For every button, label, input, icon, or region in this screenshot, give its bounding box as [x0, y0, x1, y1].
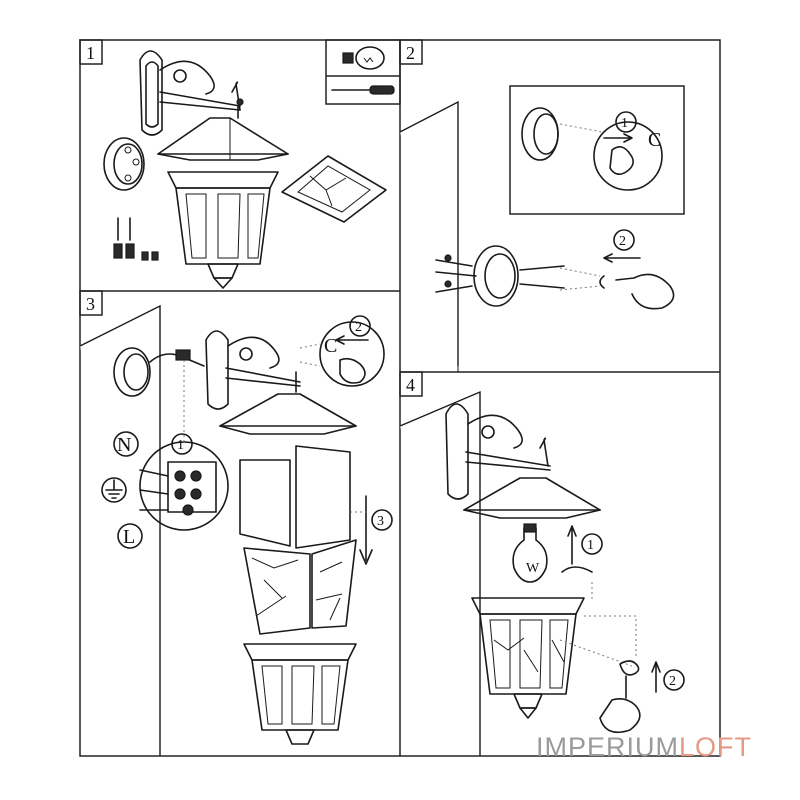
step-3-2-marker — [349, 315, 371, 337]
panel-4-bracket — [445, 403, 551, 500]
neutral-wire-label: N — [117, 434, 131, 456]
step-3-1-label: 1 — [177, 438, 184, 453]
ground-symbol-icon — [101, 477, 127, 503]
panel-3-scene: C 2 N L 1 — [79, 304, 393, 756]
wall-bracket — [139, 50, 244, 136]
rotate-arrow — [561, 566, 593, 573]
panel-2-scene: 1 C 2 — [399, 85, 685, 372]
panel-4-scene: W 1 2 — [399, 390, 685, 756]
watermark-part2: LOFT — [679, 732, 753, 762]
panel-2-number: 2 — [406, 43, 415, 63]
panel-3-roof — [219, 393, 357, 435]
panel-3-glass-panels — [239, 445, 357, 635]
glass-panel — [281, 155, 387, 223]
step-3-3-arrow — [359, 495, 373, 565]
panel-1-parts — [103, 39, 401, 289]
lamp-roof — [157, 117, 289, 161]
screwdriver-icon — [331, 85, 395, 95]
live-wire-marker — [117, 523, 143, 549]
supply-wires — [435, 259, 477, 293]
terminal-block — [167, 461, 217, 516]
panel-2-mounting-plate — [473, 245, 519, 307]
step-3-1-marker — [171, 433, 193, 455]
step-4-1-arrow — [567, 525, 577, 565]
panel-4-light-bulb-icon: W — [512, 523, 548, 583]
step-4-2-arrow — [651, 661, 661, 693]
step-4-2-label: 2 — [669, 674, 676, 689]
screws — [519, 265, 565, 289]
step-2-1-label: 1 — [621, 116, 628, 131]
watermark-part1: IMPERIUM — [536, 732, 679, 762]
panel-4-number: 4 — [406, 375, 415, 395]
panel-1-number: 1 — [86, 43, 95, 63]
hand-icon — [609, 146, 634, 176]
step-2-1-marker — [615, 111, 637, 133]
step-3-3-marker — [371, 509, 393, 531]
panel-3-lantern-body — [243, 643, 357, 745]
panel-3-bracket — [205, 330, 301, 410]
panel-4-roof — [463, 477, 601, 519]
step-2-2-label: 2 — [619, 234, 626, 249]
panel-3-number: 3 — [86, 294, 95, 314]
step-4-2-marker — [663, 669, 685, 691]
neutral-wire-marker — [113, 431, 139, 457]
step-4-1-label: 1 — [587, 538, 594, 553]
panel-4-hand-icon — [599, 660, 641, 734]
clip-detail-circle — [319, 321, 385, 387]
step-3-2-label: 2 — [355, 320, 362, 335]
panel-3-mounting-plate — [113, 347, 151, 397]
screws-and-anchors — [113, 217, 159, 261]
step-3-3-label: 3 — [377, 514, 384, 529]
c-clip-icon: C — [648, 129, 661, 151]
step-2-2-marker — [613, 229, 635, 251]
watermark-logo: IMPERIUMLOFT — [536, 732, 752, 763]
panel-2-hand — [615, 273, 675, 310]
c-clip — [599, 275, 605, 289]
bulb-label: W — [526, 561, 540, 576]
step-4-1-marker — [581, 533, 603, 555]
panel-3-c-clip-icon: C — [324, 335, 337, 357]
mounting-plate — [103, 137, 145, 191]
live-wire-label: L — [123, 526, 135, 548]
lantern-body — [167, 171, 279, 289]
inset-detail-circle — [593, 121, 663, 191]
inset-mounting-plate — [521, 107, 603, 161]
light-bulb-icon — [342, 46, 385, 70]
panel-4-lantern-body — [471, 597, 585, 719]
